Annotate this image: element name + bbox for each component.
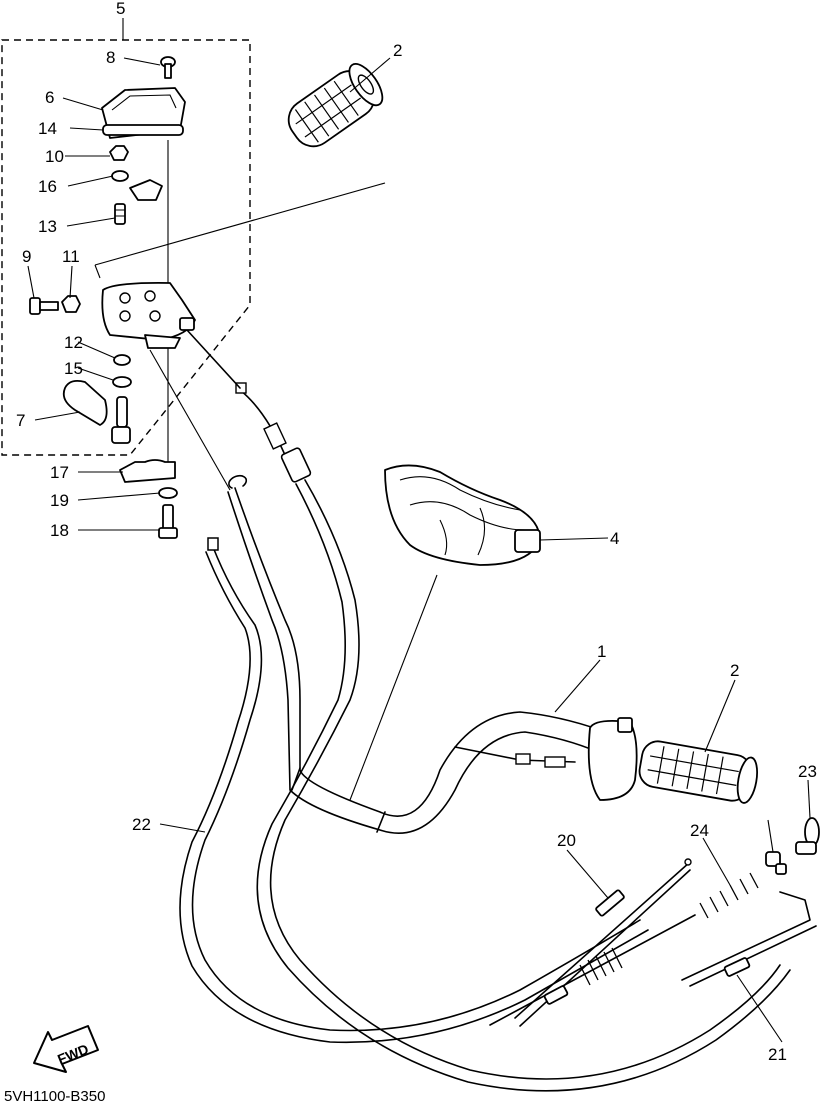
throttle-cable	[179, 537, 649, 1044]
callout-18: 19	[50, 491, 69, 510]
drawing-code: 5VH1100-B350	[4, 1088, 105, 1105]
nut-9	[109, 145, 129, 161]
grip-right	[638, 740, 758, 804]
callout-7: 8	[106, 48, 115, 67]
handlebar-pad	[384, 464, 541, 566]
screw-7	[160, 56, 176, 79]
callout-14: 15	[64, 359, 83, 378]
subassembly-link-line-2	[94, 264, 101, 279]
callout-16: 17	[50, 463, 69, 482]
cable-23	[489, 872, 759, 1026]
bolt-17	[158, 504, 178, 539]
forward-arrow-icon: FWD	[33, 1025, 99, 1073]
cable-20	[681, 891, 817, 987]
callout-4: 5	[116, 0, 125, 18]
bracket-15	[129, 179, 163, 201]
spring-12	[114, 203, 126, 225]
washer-11	[113, 354, 131, 366]
subassembly-boundary	[1, 39, 251, 456]
callout-3: 4	[610, 529, 619, 548]
callout-21: 22	[132, 815, 151, 834]
lever-6	[62, 379, 131, 444]
callout-23: 24	[690, 821, 709, 840]
washer-14	[112, 376, 132, 388]
brake-cable	[256, 479, 791, 1092]
nut-10	[61, 295, 81, 313]
subassembly-link-line	[94, 182, 386, 266]
adjuster-22	[795, 817, 820, 855]
washer-18	[158, 487, 178, 499]
clamp-16	[119, 459, 176, 483]
washer-15	[111, 170, 129, 182]
lever-holder	[101, 281, 196, 349]
callout-15: 16	[38, 177, 57, 196]
callout-6: 7	[16, 411, 25, 430]
callout-10: 11	[62, 247, 80, 266]
bolt-8	[29, 297, 59, 315]
callout-19: 20	[557, 831, 576, 850]
callout-2-right-grip: 2	[730, 661, 739, 680]
callout-1: 1	[597, 642, 606, 661]
callout-13: 14	[38, 119, 57, 138]
callout-leaders	[27, 18, 811, 1043]
callout-17: 18	[50, 521, 69, 540]
callout-11: 12	[64, 333, 83, 352]
callout-2-left-grip: 2	[393, 41, 402, 60]
callout-20: 21	[768, 1045, 787, 1064]
throttle-cable-end	[186, 329, 576, 768]
callout-8: 9	[22, 247, 31, 266]
callout-5: 6	[45, 88, 54, 107]
leader-line	[149, 349, 231, 491]
gasket-13	[102, 124, 184, 136]
callout-9: 10	[45, 147, 64, 166]
fitting-24	[765, 851, 787, 875]
callout-12: 13	[38, 217, 57, 236]
leader-line	[349, 574, 438, 801]
callout-22: 23	[798, 762, 817, 781]
throttle-housing	[587, 717, 638, 801]
